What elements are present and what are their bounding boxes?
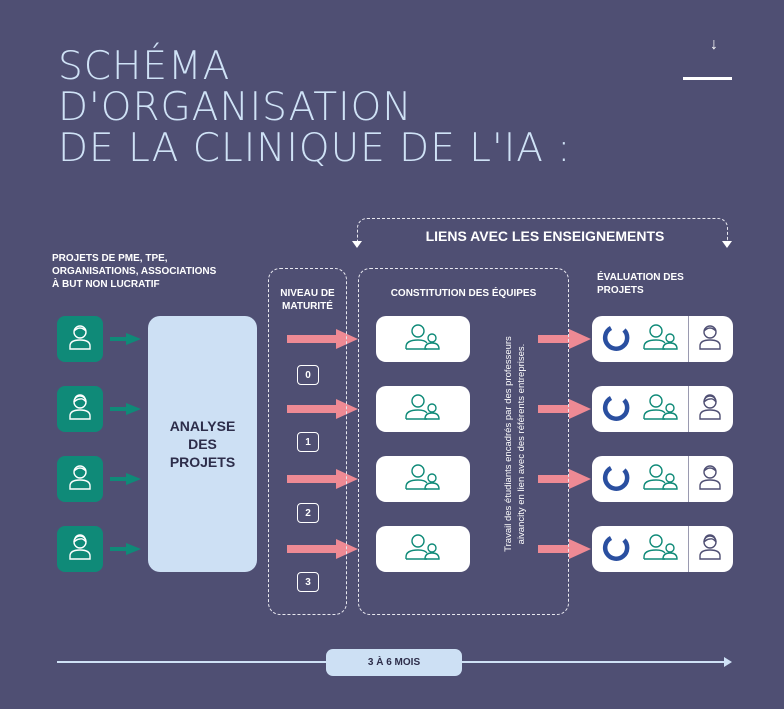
team-icon	[642, 323, 680, 356]
person-icon	[67, 533, 93, 566]
title-line: D'ORGANISATION	[58, 85, 413, 130]
teal-arrow-icon	[110, 403, 141, 415]
evaluation-label: ÉVALUATION DES PROJETS	[597, 271, 684, 297]
constitution-box	[358, 268, 569, 615]
page-title: SCHÉMA D'ORGANISATION DE LA CLINIQUE DE …	[58, 46, 571, 169]
pink-arrow-icon	[538, 329, 591, 349]
pink-arrow-icon	[287, 469, 358, 489]
triangle-down-icon	[352, 241, 362, 248]
analyse-line: PROJETS	[169, 454, 236, 470]
divider	[688, 526, 689, 572]
person-icon	[67, 393, 93, 426]
person-icon	[697, 533, 723, 566]
analyse-line: DES	[188, 436, 217, 452]
person-icon	[697, 393, 723, 426]
divider	[683, 77, 732, 80]
divider	[688, 316, 689, 362]
team-icon	[642, 533, 680, 566]
level-badge: 0	[297, 365, 319, 385]
pink-arrow-icon	[287, 539, 358, 559]
pink-arrow-icon	[287, 329, 358, 349]
arrow-right-icon	[724, 657, 732, 667]
niveau-box	[268, 268, 347, 615]
organisation-tile	[57, 526, 103, 572]
label-line: MATURITÉ	[282, 301, 333, 312]
liens-bracket	[357, 218, 728, 242]
team-card	[376, 316, 470, 362]
pink-arrow-icon	[538, 539, 591, 559]
teal-arrow-icon	[110, 543, 141, 555]
text-line: Travail des étudiants encadrés par des p…	[503, 336, 514, 552]
pink-arrow-icon	[538, 469, 591, 489]
organisation-tile	[57, 386, 103, 432]
team-icon	[404, 323, 442, 356]
teal-arrow-icon	[110, 473, 141, 485]
evaluation-card	[592, 456, 733, 502]
label-line: ORGANISATIONS, ASSOCIATIONS	[52, 266, 217, 277]
title-line: SCHÉMA	[58, 44, 231, 89]
team-icon	[642, 393, 680, 426]
person-icon	[697, 323, 723, 356]
triangle-down-icon	[722, 241, 732, 248]
label-line: PROJETS DE PME, TPE,	[52, 253, 168, 264]
constitution-label: CONSTITUTION DES ÉQUIPES	[390, 288, 537, 299]
pink-arrow-icon	[538, 399, 591, 419]
label-line: PROJETS	[597, 285, 644, 296]
duration-pill: 3 À 6 MOIS	[326, 649, 462, 676]
divider	[688, 386, 689, 432]
team-icon	[642, 463, 680, 496]
team-card	[376, 456, 470, 502]
team-icon	[404, 393, 442, 426]
label-line: NIVEAU DE	[280, 288, 335, 299]
arrow-down-icon[interactable]: ↓	[710, 36, 718, 53]
analyse-box: ANALYSE DES PROJETS	[148, 316, 257, 572]
level-badge: 1	[297, 432, 319, 452]
person-icon	[67, 463, 93, 496]
pink-arrow-icon	[287, 399, 358, 419]
organisation-tile	[57, 456, 103, 502]
analyse-line: ANALYSE	[169, 418, 236, 434]
label-line: ÉVALUATION DES	[597, 272, 684, 283]
divider	[688, 456, 689, 502]
organisation-tile	[57, 316, 103, 362]
evaluation-card	[592, 526, 733, 572]
sources-label: PROJETS DE PME, TPE, ORGANISATIONS, ASSO…	[52, 252, 216, 291]
level-badge: 3	[297, 572, 319, 592]
evaluation-card	[592, 386, 733, 432]
team-icon	[404, 463, 442, 496]
liens-label: LIENS AVEC LES ENSEIGNEMENTS	[380, 228, 710, 244]
team-card	[376, 526, 470, 572]
progress-ring-icon	[602, 533, 630, 566]
person-icon	[67, 323, 93, 356]
progress-ring-icon	[602, 463, 630, 496]
level-badge: 2	[297, 503, 319, 523]
person-icon	[697, 463, 723, 496]
team-icon	[404, 533, 442, 566]
niveau-label: NIVEAU DE MATURITÉ	[268, 287, 347, 313]
title-line: DE LA CLINIQUE DE L'IA :	[58, 126, 572, 171]
evaluation-card	[592, 316, 733, 362]
text-line: aivancity en lien avec des référents ent…	[516, 343, 527, 545]
progress-ring-icon	[602, 323, 630, 356]
label-line: À BUT NON LUCRATIF	[52, 279, 160, 290]
teal-arrow-icon	[110, 333, 141, 345]
progress-ring-icon	[602, 393, 630, 426]
team-card	[376, 386, 470, 432]
